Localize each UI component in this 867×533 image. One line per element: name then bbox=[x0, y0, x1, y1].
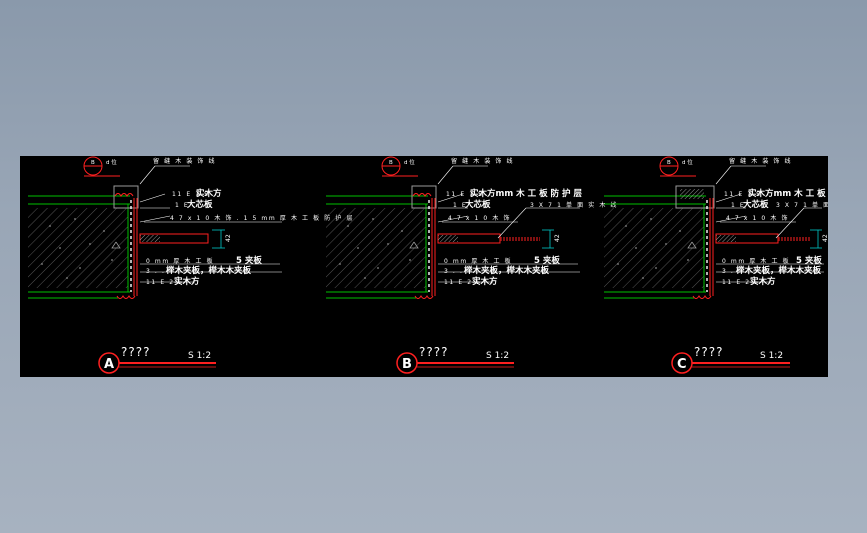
detail-marker: C bbox=[677, 357, 687, 372]
cad-drawing: 42 B d 位 留 缝 木 装 饰 线 11 E 1 S 实木方 1 E 大芯… bbox=[28, 156, 828, 374]
detail-title-c: C ???? S 1:2 bbox=[671, 345, 790, 374]
note-5-bold: 榉木夹板，榉木木夹板 bbox=[736, 265, 822, 276]
leaders bbox=[437, 165, 580, 283]
note-5-bold: 榉木夹板，榉木木夹板 bbox=[166, 265, 252, 276]
note-6-bold: 实木方 bbox=[472, 276, 498, 287]
note-3b: 3 X 7 1 单 面 实 木 线 bbox=[530, 201, 618, 209]
note-6: 11 E 2 E bbox=[146, 279, 184, 286]
svg-text:d 位: d 位 bbox=[106, 158, 117, 166]
detail-c: 42 B d 位 留 缝 木 装 饰 线 11 E 1 S 实木方mm 木 工 … bbox=[604, 156, 828, 374]
note-4: 0 mm 厚 木 工 板 bbox=[722, 257, 790, 265]
detail-title: ???? bbox=[419, 345, 448, 359]
note-4-right: 5 夹板 bbox=[534, 255, 560, 266]
dimension-label: 42 bbox=[554, 234, 561, 242]
note-1: 11 E 1 S bbox=[724, 191, 762, 198]
note-1-bold: 实木方 bbox=[196, 188, 222, 199]
note-6: 11 E 2 E bbox=[722, 279, 760, 286]
note-2-bold: 大芯板 bbox=[743, 199, 769, 210]
callout-box bbox=[113, 185, 139, 209]
dimension bbox=[542, 229, 554, 249]
trim-hatch bbox=[716, 235, 736, 242]
svg-text:d 位: d 位 bbox=[404, 158, 415, 166]
detail-scale: S 1:2 bbox=[188, 351, 211, 361]
dimension-label: 42 bbox=[225, 234, 232, 242]
svg-text:d 位: d 位 bbox=[682, 158, 693, 166]
section-badge: B d 位 bbox=[83, 156, 120, 177]
note-5: 3 . . bbox=[722, 268, 741, 275]
detail-title-a: A ???? S 1:2 bbox=[98, 345, 216, 374]
leaders bbox=[715, 165, 824, 283]
note-2: 1 E bbox=[453, 202, 467, 209]
note-2-bold: 大芯板 bbox=[187, 199, 213, 210]
note-3: 4 7 x 1 0 木 饰 bbox=[448, 214, 511, 222]
trim-hatch bbox=[438, 235, 458, 242]
note-2-bold: 大芯板 bbox=[465, 199, 491, 210]
dimension bbox=[810, 229, 822, 249]
cad-drawing-canvas[interactable]: 42 B d 位 留 缝 木 装 饰 线 11 E 1 S 实木方 1 E 大芯… bbox=[20, 156, 828, 377]
callout-box bbox=[411, 185, 437, 209]
wall-hatch bbox=[28, 208, 128, 288]
section-badge: B d 位 bbox=[659, 156, 696, 177]
note-1-bold: 实木方mm 木 工 板 防 护 层 bbox=[748, 188, 828, 199]
solid-wood-hatch bbox=[680, 189, 704, 199]
triangle-mark bbox=[687, 241, 697, 249]
detail-marker: B bbox=[402, 357, 412, 372]
finish-lines bbox=[326, 195, 428, 299]
note-3: 4 7 x 1 0 木 饰 bbox=[726, 214, 789, 222]
aggregate-marks bbox=[41, 218, 113, 279]
note-2: 1 E bbox=[175, 202, 189, 209]
trim-hatch bbox=[140, 235, 160, 242]
triangle-mark bbox=[111, 241, 121, 249]
note-top: 留 缝 木 装 饰 线 bbox=[451, 157, 514, 165]
wall-hatch bbox=[604, 208, 704, 288]
detail-title-b: B ???? S 1:2 bbox=[396, 345, 514, 374]
wall-hatch bbox=[326, 208, 426, 288]
note-1: 11 E 1 S bbox=[172, 191, 210, 198]
detail-a: 42 B d 位 留 缝 木 装 饰 线 11 E 1 S 实木方 1 E 大芯… bbox=[28, 156, 354, 374]
note-4: 0 mm 厚 木 工 板 bbox=[444, 257, 512, 265]
detail-scale: S 1:2 bbox=[760, 351, 783, 361]
detail-marker: A bbox=[104, 357, 114, 372]
note-top: 留 缝 木 装 饰 线 bbox=[729, 157, 792, 165]
note-6-bold: 实木方 bbox=[174, 276, 200, 287]
svg-text:B: B bbox=[389, 160, 393, 166]
detail-scale: S 1:2 bbox=[486, 351, 509, 361]
dimension-label: 42 bbox=[822, 234, 828, 242]
svg-text:B: B bbox=[91, 160, 95, 166]
note-4-right: 5 夹板 bbox=[236, 255, 262, 266]
trim-column bbox=[692, 198, 810, 299]
svg-text:B: B bbox=[667, 160, 671, 166]
aggregate-marks bbox=[617, 218, 689, 279]
note-6: 11 E 2 E bbox=[444, 279, 482, 286]
leaders bbox=[139, 165, 282, 283]
detail-title: ???? bbox=[694, 345, 723, 359]
callout-box bbox=[675, 185, 715, 209]
note-5: 3 . . bbox=[444, 268, 463, 275]
aggregate-marks bbox=[339, 218, 411, 279]
trim-column bbox=[412, 193, 540, 299]
note-3: 4 7 x 1 0 木 饰 . 1 5 mm 厚 木 工 板 防 护 层 bbox=[170, 214, 354, 222]
triangle-mark bbox=[409, 241, 419, 249]
note-4-right: 5 夹板 bbox=[796, 255, 822, 266]
detail-b: 42 B d 位 留 缝 木 装 饰 线 11 E 1 S 实木方mm 木 工 … bbox=[326, 156, 618, 374]
detail-title: ???? bbox=[121, 345, 150, 359]
section-badge: B d 位 bbox=[381, 156, 418, 177]
dimension bbox=[212, 229, 225, 249]
note-top: 留 缝 木 装 饰 线 bbox=[153, 157, 216, 165]
note-1: 11 E 1 S bbox=[446, 191, 484, 198]
finish-lines bbox=[28, 195, 130, 299]
note-6-bold: 实木方 bbox=[750, 276, 776, 287]
note-3b: 3 X 7 1 单 面 实 木 线 bbox=[776, 201, 828, 209]
note-1-bold: 实木方mm 木 工 板 防 护 层 bbox=[470, 188, 582, 199]
note-2: 1 E bbox=[731, 202, 745, 209]
note-5-bold: 榉木夹板，榉木木夹板 bbox=[464, 265, 550, 276]
note-4: 0 mm 厚 木 工 板 bbox=[146, 257, 214, 265]
note-5: 3 . . bbox=[146, 268, 165, 275]
